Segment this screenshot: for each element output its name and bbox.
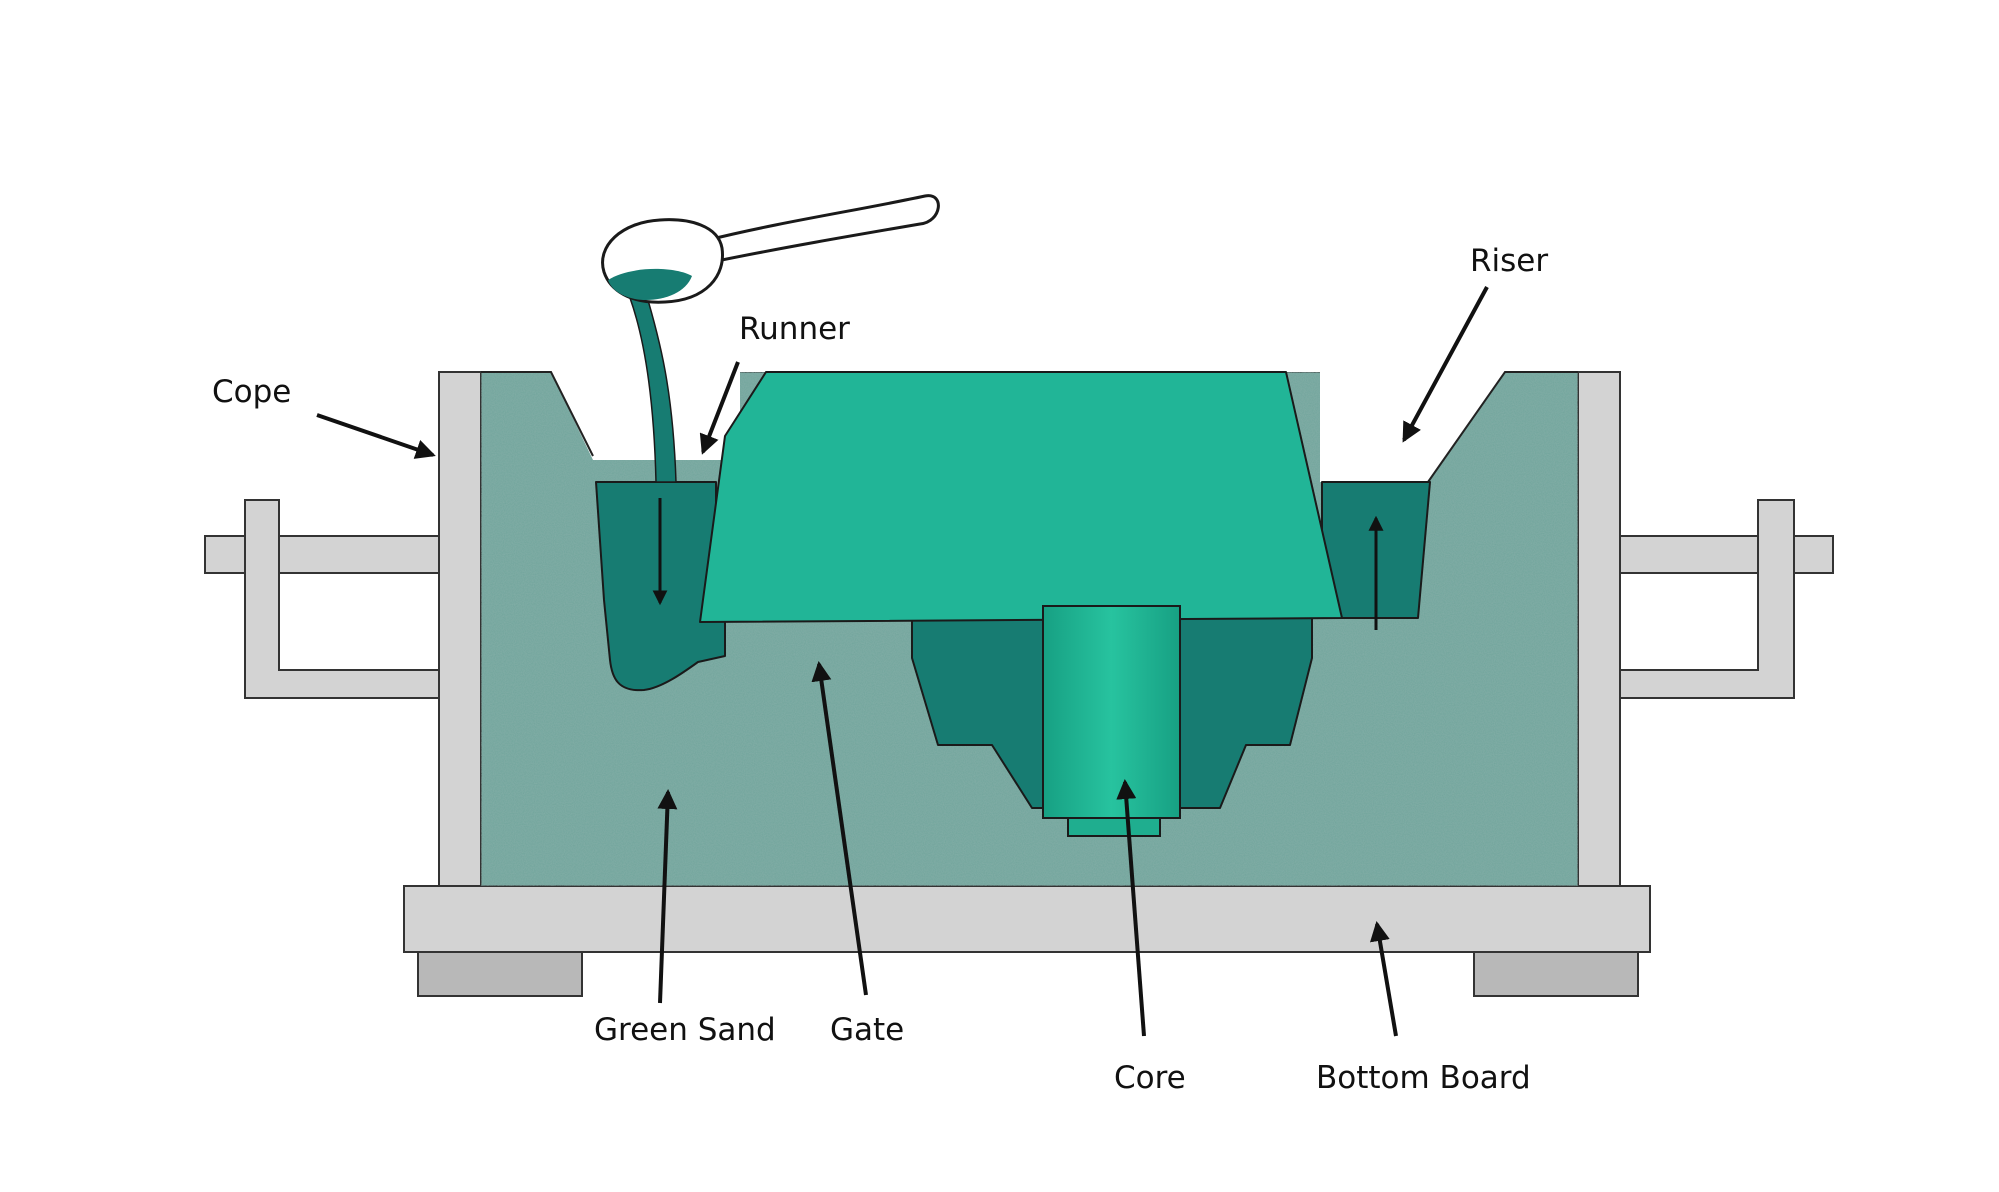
label-riser: Riser	[1470, 243, 1548, 279]
label-green-sand: Green Sand	[594, 1012, 776, 1048]
sand-top-outline	[481, 371, 1578, 483]
bottom-board	[403, 885, 1651, 953]
pattern	[699, 371, 1343, 623]
ladle-metal	[608, 268, 692, 300]
left-clamp-hook	[244, 499, 441, 699]
molten-metal-cavity	[595, 481, 1431, 809]
left-clamp-bar	[204, 535, 440, 574]
riser-arrow	[1402, 286, 1489, 443]
label-cope: Cope	[212, 374, 291, 410]
cope-arrow	[316, 413, 436, 459]
flask-wall-right	[1577, 371, 1621, 887]
pouring-stream	[629, 288, 677, 483]
core-arrow	[1116, 779, 1146, 1037]
ladle-icon	[601, 194, 940, 304]
label-bottom-board: Bottom Board	[1316, 1060, 1531, 1096]
left-clamp	[204, 499, 441, 699]
label-core: Core	[1114, 1060, 1186, 1096]
ladle-handle	[706, 194, 940, 264]
sprue-opening	[551, 372, 740, 460]
right-clamp	[1614, 499, 1834, 699]
core-body	[1042, 605, 1181, 819]
right-clamp-hook	[1614, 499, 1795, 699]
flask-wall-left	[438, 371, 482, 887]
label-runner: Runner	[739, 311, 850, 347]
right-clamp-bar	[1614, 535, 1834, 574]
leader-arrows	[316, 286, 1489, 1037]
bottom-board-foot-left	[417, 951, 583, 997]
runner-arrow	[699, 361, 740, 455]
label-gate: Gate	[830, 1012, 904, 1048]
core	[1042, 605, 1181, 837]
green-sand-arrow	[657, 789, 678, 1004]
bottom-board-arrow	[1369, 921, 1398, 1037]
gate-arrow	[811, 661, 868, 996]
bottom-board-assembly	[403, 885, 1651, 997]
bottom-board-foot-right	[1473, 951, 1639, 997]
